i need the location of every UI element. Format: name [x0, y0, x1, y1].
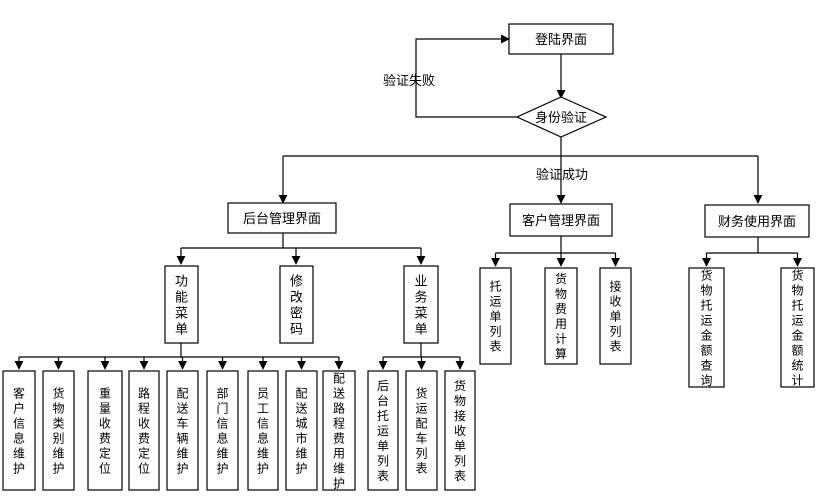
success-edge-label: 验证成功	[536, 167, 588, 183]
func-item-box-5: 配送车辆维护	[166, 370, 199, 491]
connector-line	[415, 34, 517, 118]
customer-screen-box-label: 客户管理界面	[522, 213, 600, 229]
func-item-box-7-label: 员工信息维护	[257, 387, 269, 476]
finance-screen-box-label: 财务使用界面	[718, 214, 796, 230]
func-item-box-4-frame	[128, 370, 160, 491]
finance-item-box-1-label: 货物托运金额查询	[700, 268, 712, 388]
func-item-box-2-label: 货物类别维护	[52, 386, 64, 476]
change-pwd-box: 修改密码	[279, 265, 314, 344]
finance-screen-box-frame	[704, 204, 810, 238]
customer-item-box-1: 托运单列表	[479, 267, 512, 365]
func-item-box-9-frame	[322, 370, 356, 491]
finance-item-box-1-frame	[688, 267, 725, 388]
fail-edge-label: 验证失败	[383, 73, 435, 89]
customer-item-box-1-frame	[479, 267, 512, 365]
func-item-box-8-label: 配送城市维护	[295, 387, 307, 476]
biz-item-box-1-frame	[367, 370, 399, 491]
customer-screen-box: 客户管理界面	[509, 203, 613, 237]
biz-menu-box: 业务菜单	[403, 265, 439, 344]
biz-menu-box-label: 业务菜单	[414, 274, 427, 337]
backend-screen-box-frame	[227, 202, 337, 234]
func-item-box-3-label: 重量收费定位	[99, 387, 111, 476]
backend-screen-box-label: 后台管理界面	[243, 212, 321, 227]
change-pwd-box-frame	[279, 265, 314, 344]
customer-item-box-3-frame	[599, 267, 632, 365]
biz-item-box-3-label: 货物接收单列表	[454, 378, 466, 483]
func-item-box-1-frame	[2, 370, 36, 491]
func-item-box-5-frame	[166, 370, 199, 491]
login-screen-box: 登陆界面	[508, 23, 614, 55]
func-item-box-6-frame	[206, 370, 239, 491]
biz-menu-box-frame	[403, 265, 439, 344]
biz-item-box-2: 货运配车列表	[405, 370, 438, 491]
finance-item-box-2-label: 货物托运金额统计	[791, 268, 803, 388]
customer-item-box-2-frame	[544, 267, 578, 365]
func-menu-box: 功能菜单	[164, 265, 199, 344]
biz-item-box-2-label: 货运配车列表	[415, 386, 427, 476]
func-menu-box-label: 功能菜单	[175, 274, 188, 337]
func-item-box-4-label: 路程收费定位	[138, 386, 150, 476]
finance-screen-box: 财务使用界面	[704, 204, 810, 238]
auth-decision: 身份验证	[515, 96, 608, 138]
func-item-box-3: 重量收费定位	[87, 370, 123, 491]
biz-item-box-3-frame	[444, 370, 476, 491]
biz-item-box-1: 后台托运单列表	[367, 370, 399, 491]
func-item-box-6-label: 部门信息维护	[216, 386, 228, 476]
func-item-box-7-frame	[247, 370, 279, 491]
func-item-box-5-label: 配送车辆维护	[176, 387, 188, 476]
biz-item-box-2-frame	[405, 370, 438, 491]
func-item-box-3-frame	[87, 370, 123, 491]
func-item-box-1: 客户信息维护	[2, 370, 36, 491]
func-item-box-1-label: 客户信息维护	[13, 386, 25, 476]
func-item-box-4: 路程收费定位	[128, 370, 160, 491]
func-item-box-2-frame	[42, 370, 75, 491]
func-item-box-8-frame	[285, 370, 318, 491]
login-screen-box-label: 登陆界面	[535, 32, 587, 48]
change-pwd-box-label: 修改密码	[290, 274, 303, 337]
auth-decision-diamond	[515, 96, 608, 138]
auth-decision-label: 身份验证	[535, 110, 587, 126]
biz-item-box-3: 货物接收单列表	[444, 370, 476, 491]
customer-item-box-1-label: 托运单列表	[489, 280, 501, 354]
func-item-box-9: 配送路程费用维护	[322, 370, 356, 491]
func-menu-box-frame	[164, 265, 199, 344]
customer-item-box-3-label: 接收单列表	[609, 279, 621, 354]
finance-item-box-1: 货物托运金额查询	[688, 267, 725, 388]
finance-item-box-2-frame	[780, 267, 815, 388]
backend-screen-box: 后台管理界面	[227, 202, 337, 234]
customer-item-box-2: 货物费用计算	[544, 267, 578, 365]
login-screen-box-frame	[508, 23, 614, 55]
customer-item-box-3: 接收单列表	[599, 267, 632, 365]
func-item-box-9-label: 配送路程费用维护	[333, 372, 345, 491]
func-item-box-6: 部门信息维护	[206, 370, 239, 491]
biz-item-box-1-label: 后台托运单列表	[377, 379, 389, 483]
func-item-box-8: 配送城市维护	[285, 370, 318, 491]
func-item-box-2: 货物类别维护	[42, 370, 75, 491]
customer-screen-box-frame	[509, 203, 613, 237]
customer-item-box-2-label: 货物费用计算	[555, 271, 567, 361]
func-item-box-7: 员工信息维护	[247, 370, 279, 491]
finance-item-box-2: 货物托运金额统计	[780, 267, 815, 388]
